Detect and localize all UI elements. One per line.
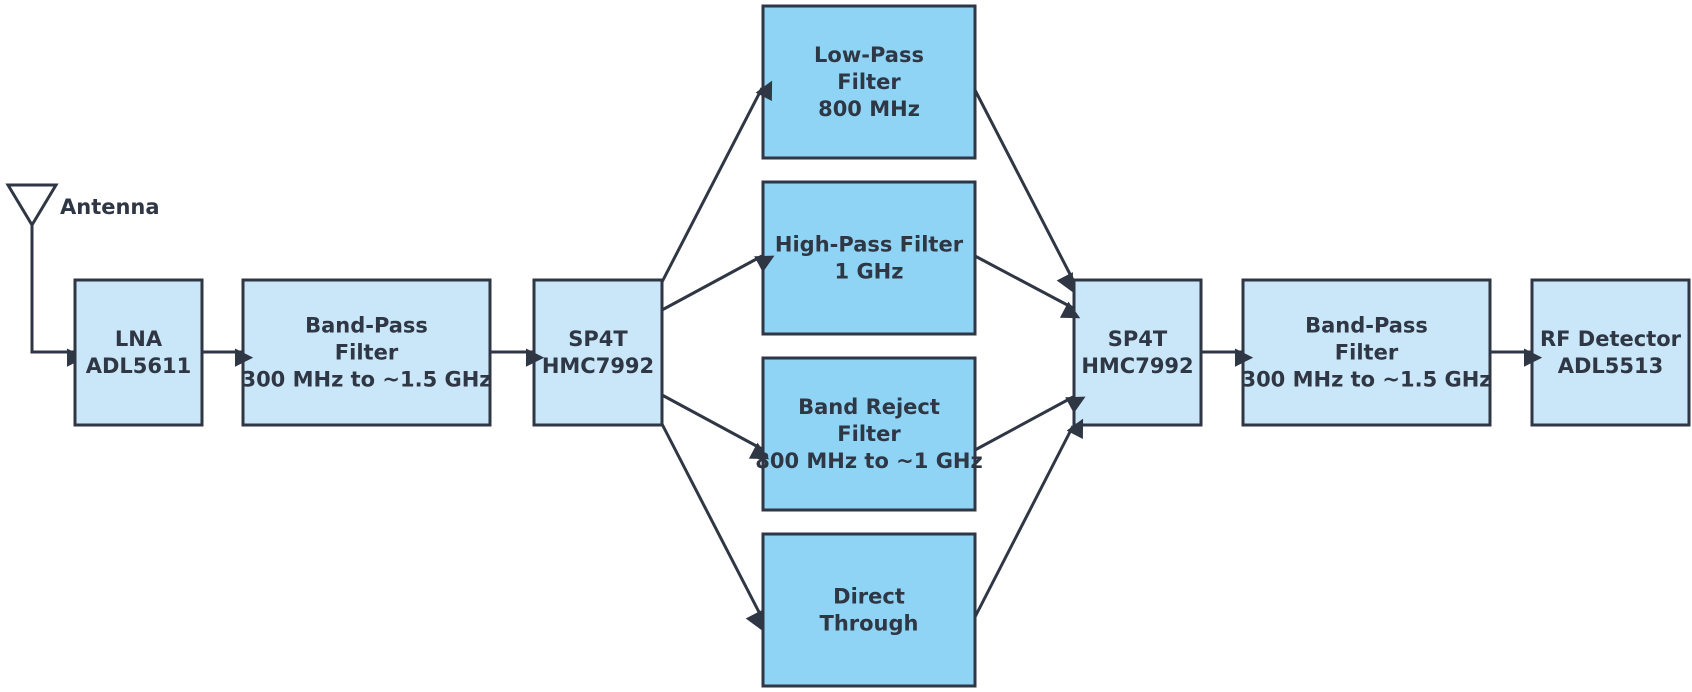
bandpass-filter-in-block bbox=[241, 278, 492, 427]
block-label-line: High-Pass Filter bbox=[775, 233, 964, 257]
block-label-line: 300 MHz to ~1.5 GHz bbox=[1241, 368, 1491, 392]
block-label-line: Filter bbox=[837, 70, 901, 94]
direct-through-block bbox=[761, 532, 977, 688]
block-label-line: Band Reject bbox=[798, 395, 940, 419]
block-label-line: Direct bbox=[833, 585, 905, 609]
block-label-line: Through bbox=[820, 612, 919, 636]
block-label-line: Filter bbox=[1335, 341, 1399, 365]
antenna-to-lna-wire bbox=[30, 225, 86, 367]
block-label-line: Band-Pass bbox=[305, 314, 428, 338]
block-label-line: HMC7992 bbox=[542, 354, 654, 378]
block-label-line: Low-Pass bbox=[814, 43, 924, 67]
block-label-line: SP4T bbox=[1108, 327, 1168, 351]
bandreject-to-switch-arrow bbox=[974, 395, 1086, 452]
block-label-line: 800 MHz to ~1 GHz bbox=[755, 449, 982, 473]
block-label-line: SP4T bbox=[568, 327, 628, 351]
antenna-label: Antenna bbox=[60, 195, 160, 219]
block-label-line: HMC7992 bbox=[1081, 354, 1193, 378]
block-label-line: 800 MHz bbox=[818, 97, 920, 121]
lna-block bbox=[73, 278, 204, 427]
block-label-line: 300 MHz to ~1.5 GHz bbox=[241, 368, 491, 392]
switch-to-lowpass-arrow bbox=[660, 80, 773, 283]
block-label-line: LNA bbox=[115, 327, 163, 351]
block-label-line: Filter bbox=[837, 422, 901, 446]
switch-to-direct-arrow bbox=[660, 423, 764, 631]
lowpass-to-switch-arrow bbox=[973, 89, 1075, 293]
highpass-filter-block bbox=[761, 180, 977, 336]
block-label-line: RF Detector bbox=[1540, 327, 1682, 351]
sp4t-out-block bbox=[1072, 278, 1203, 427]
antenna-triangle-icon bbox=[5, 183, 59, 228]
block-label-line: 1 GHz bbox=[835, 260, 904, 284]
block-label-line: Band-Pass bbox=[1305, 314, 1428, 338]
block-label-line: ADL5513 bbox=[1558, 354, 1664, 378]
switch-to-highpass-arrow bbox=[661, 254, 775, 312]
lna-label: LNA ADL5611 bbox=[86, 327, 192, 378]
block-label-line: Filter bbox=[335, 341, 399, 365]
sp4t-in-label: SP4T HMC7992 bbox=[542, 327, 654, 378]
sp4t-out-label: SP4T HMC7992 bbox=[1081, 327, 1193, 378]
highpass-filter-label: High-Pass Filter 1 GHz bbox=[775, 233, 964, 284]
rf-detector-block bbox=[1530, 278, 1691, 427]
switch-to-bandreject-arrow bbox=[661, 393, 770, 460]
highpass-to-switch-arrow bbox=[974, 254, 1081, 319]
block-label-line: ADL5611 bbox=[86, 354, 192, 378]
sp4t-in-block bbox=[532, 278, 664, 427]
band-reject-filter-block bbox=[761, 356, 977, 512]
lowpass-filter-block bbox=[761, 4, 977, 160]
direct-to-switch-arrow bbox=[973, 418, 1084, 618]
